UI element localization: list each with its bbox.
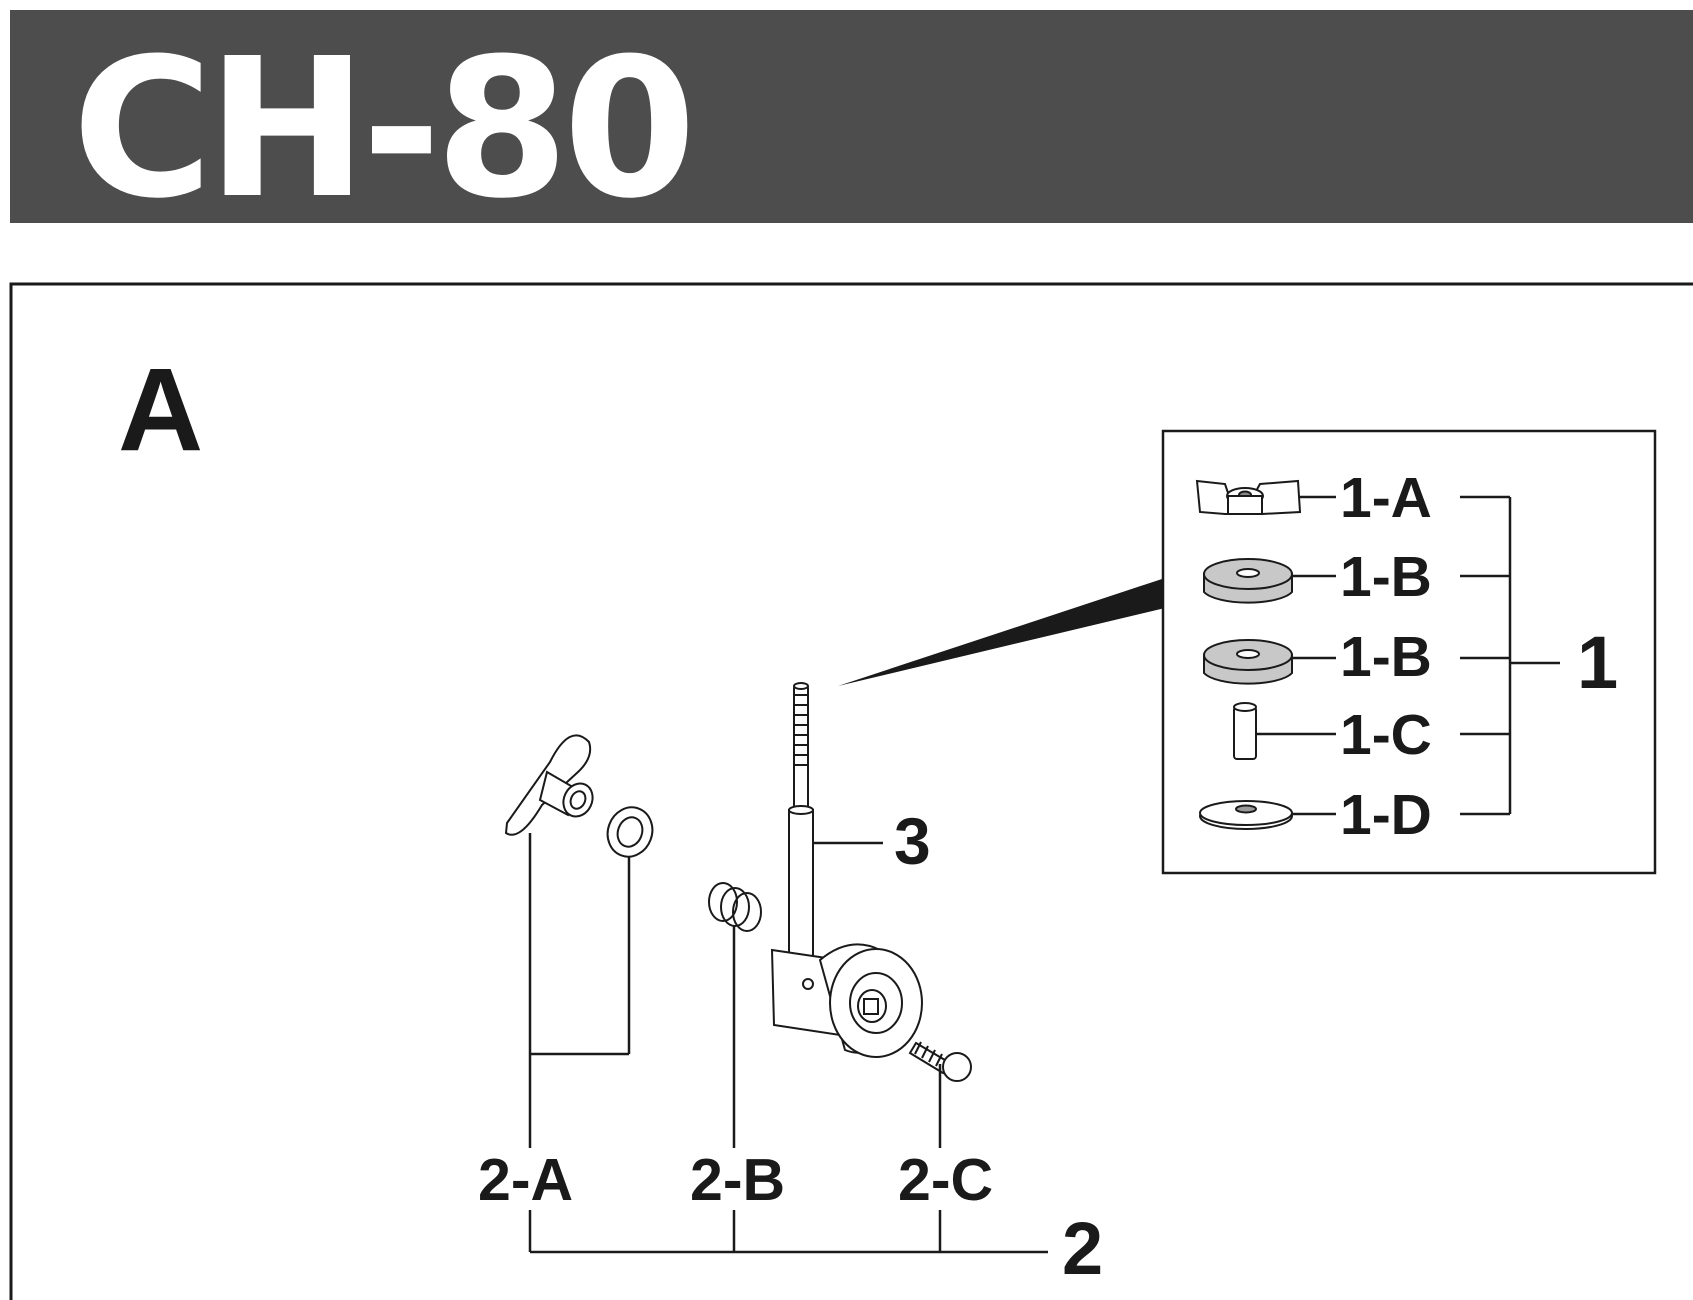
rubber-washer-icon	[1203, 558, 1293, 604]
group-2-leaders	[528, 833, 1048, 1254]
label-2c: 2-C	[898, 1147, 993, 1213]
spring-icon	[708, 882, 762, 932]
label-1b: 1-B	[1340, 625, 1432, 689]
callout-wedge	[838, 578, 1165, 686]
mount-bracket-icon	[770, 682, 923, 1058]
label-2a: 2-A	[478, 1147, 573, 1213]
flat-washer-icon	[1199, 800, 1293, 830]
group-1-bracket	[1460, 495, 1560, 816]
rubber-washer-icon	[1203, 639, 1293, 685]
label-1: 1	[1577, 621, 1618, 704]
label-1d: 1-D	[1340, 783, 1432, 847]
label-2b: 2-B	[690, 1147, 785, 1213]
figure-frame	[9, 282, 1693, 1300]
title-bar: CH-80	[10, 10, 1693, 241]
label-2: 2	[1062, 1207, 1103, 1290]
sleeve-icon	[1233, 702, 1257, 760]
label-3: 3	[894, 804, 931, 878]
label-1a: 1-A	[1340, 466, 1432, 530]
ring-washer-icon	[606, 806, 654, 858]
wing-nut-icon	[1195, 479, 1302, 515]
label-1c: 1-C	[1340, 703, 1432, 767]
wing-bolt-icon	[504, 734, 594, 836]
section-label: A	[118, 344, 203, 476]
model-title: CH-80	[72, 18, 696, 241]
label-1b: 1-B	[1340, 545, 1432, 609]
